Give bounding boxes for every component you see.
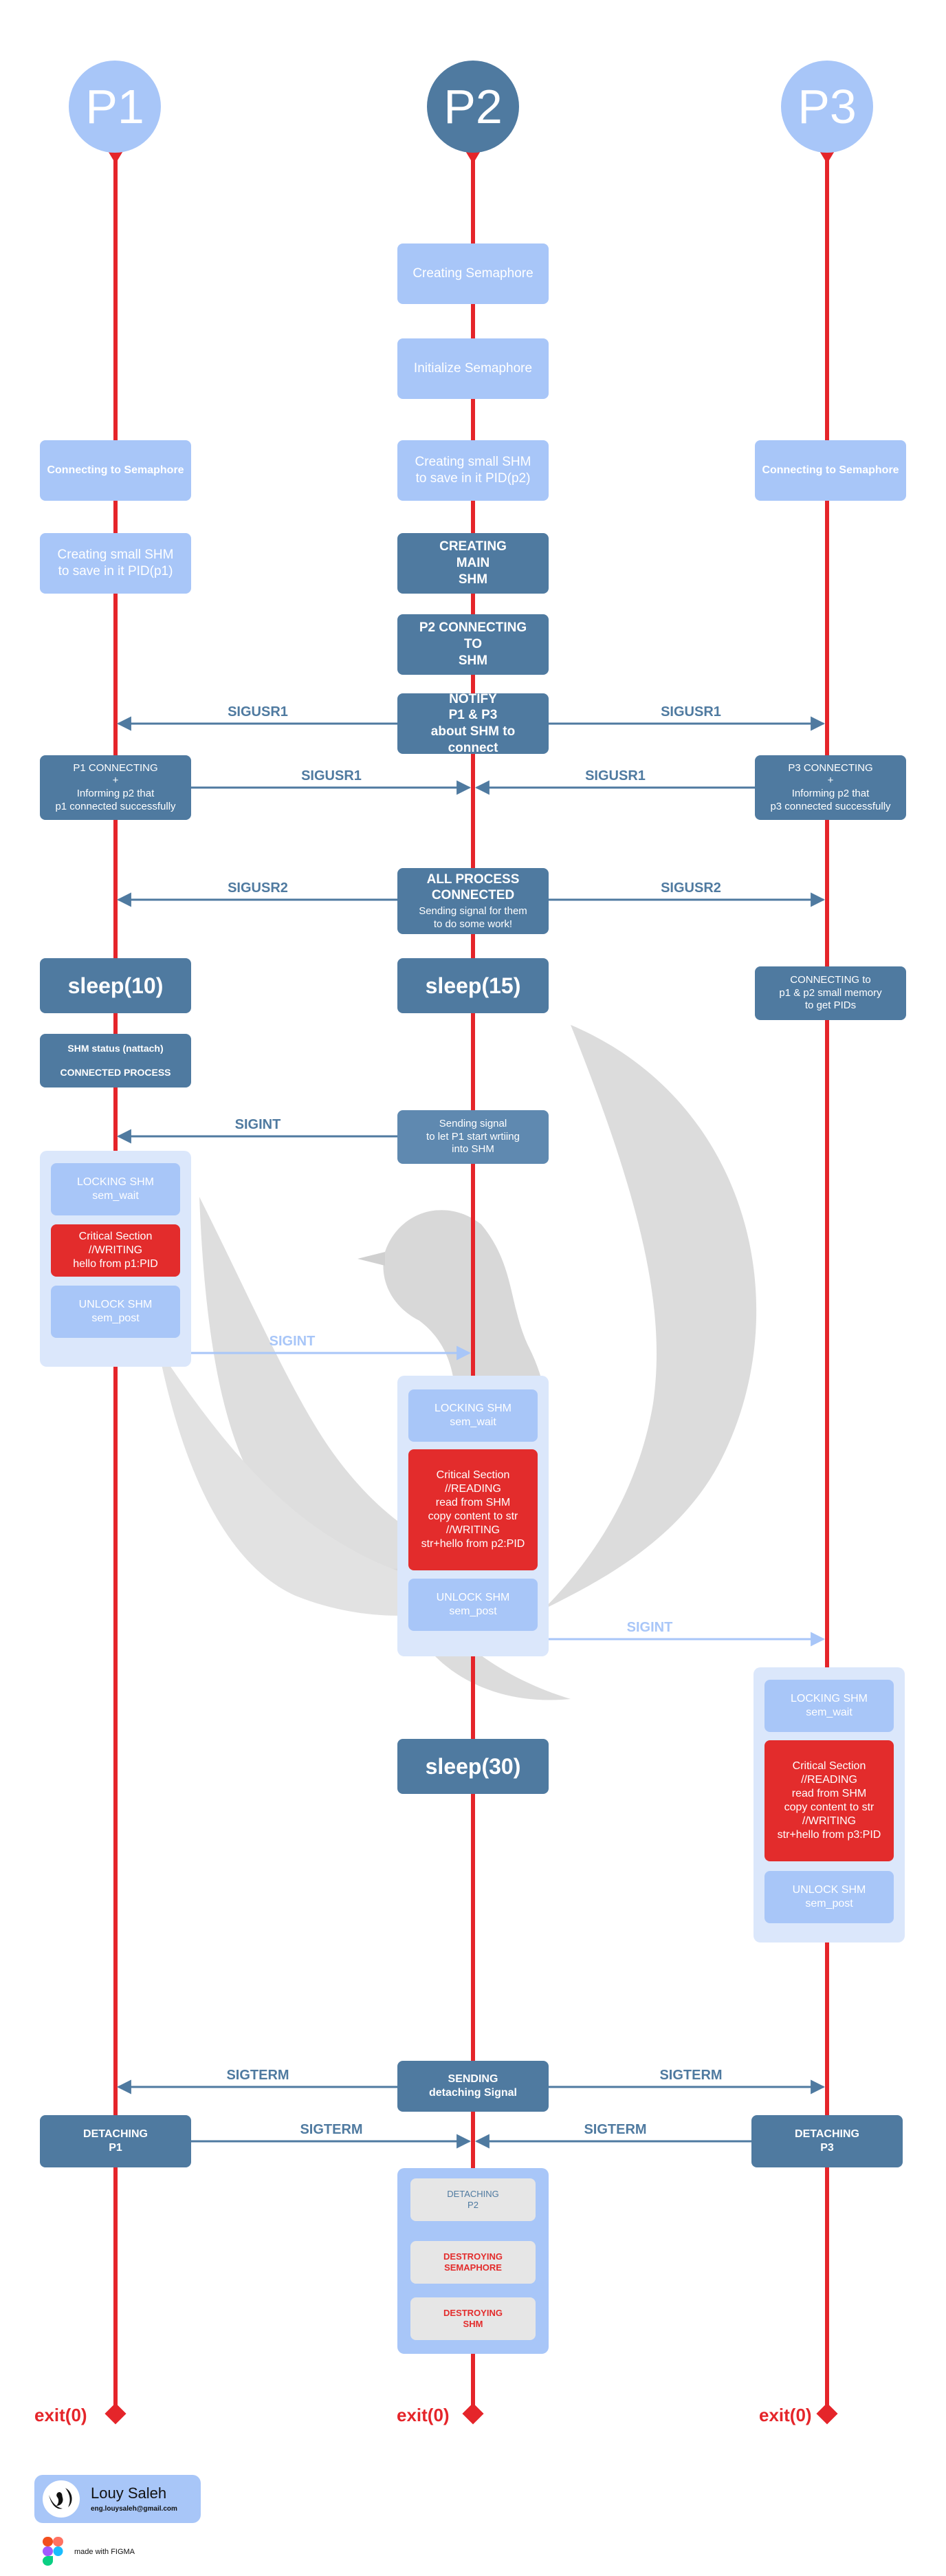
p3-connecting-small-memory: CONNECTING to p1 & p2 small memory to ge…	[755, 966, 906, 1020]
label-sigterm-right: SIGTERM	[659, 2068, 723, 2083]
label-sigusr1-right: SIGUSR1	[661, 704, 721, 719]
bird-logo-icon	[49, 2488, 72, 2509]
p2-locking-shm: LOCKING SHM sem_wait	[408, 1389, 538, 1442]
made-with-figma: made with FIGMA	[74, 2548, 135, 2556]
p2-unlock-shm: UNLOCK SHM sem_post	[408, 1579, 538, 1631]
p2-notify: NOTIFY P1 & P3 about SHM to connect	[397, 692, 549, 755]
p2-destroying-shm: DESTROYING SHM	[410, 2297, 536, 2340]
p2-connecting-shm: P2 CONNECTING TO SHM	[397, 614, 549, 675]
p2-sending-signal-p1: Sending signal to let P1 start wrtiing i…	[397, 1110, 549, 1164]
p2-initialize-semaphore: Initialize Semaphore	[397, 338, 549, 399]
p1-sleep-10: sleep(10)	[40, 958, 191, 1013]
p1-unlock-shm: UNLOCK SHM sem_post	[51, 1286, 180, 1338]
p1-detaching: DETACHING P1	[40, 2115, 191, 2167]
p2-sleep-30: sleep(30)	[397, 1739, 549, 1794]
p1-lifeline-tip-icon	[107, 150, 124, 164]
author-email: eng.louysaleh@gmail.com	[91, 2505, 177, 2513]
author-name: Louy Saleh	[91, 2485, 167, 2502]
p1-exit: exit(0)	[34, 2405, 87, 2425]
author-avatar	[43, 2480, 80, 2518]
p3-critical-section: Critical Section //READING read from SHM…	[764, 1740, 894, 1861]
p1-critical-section: Critical Section //WRITING hello from p1…	[51, 1224, 180, 1277]
p1-creating-small-shm: Creating small SHM to save in it PID(p1)	[40, 533, 191, 594]
p2-destroying-semaphore: DESTROYING SEMAPHORE	[410, 2241, 536, 2284]
p3-connecting-informing: P3 CONNECTING + Informing p2 that p3 con…	[755, 755, 906, 820]
label-sigterm-p3-to-p2: SIGTERM	[584, 2122, 647, 2137]
p3-connecting-semaphore: Connecting to Semaphore	[755, 440, 906, 501]
p3-exit: exit(0)	[759, 2405, 812, 2425]
process-p3: P3	[781, 61, 873, 153]
all-connected-subtitle: Sending signal for them to do some work!	[419, 905, 527, 930]
p3-detaching: DETACHING P3	[751, 2115, 903, 2167]
process-p1: P1	[69, 61, 161, 153]
p2-critical-section: Critical Section //READING read from SHM…	[408, 1449, 538, 1570]
label-sigusr2-left: SIGUSR2	[228, 880, 288, 896]
all-connected-title: ALL PROCESS CONNECTED	[426, 872, 520, 903]
p2-sleep-15: sleep(15)	[397, 958, 549, 1013]
p3-locking-shm: LOCKING SHM sem_wait	[764, 1680, 894, 1732]
p3-lifeline	[825, 150, 829, 2420]
p2-creating-small-shm: Creating small SHM to save in it PID(p2)	[397, 440, 549, 501]
label-sigusr1-p3-to-p2: SIGUSR1	[585, 768, 646, 783]
p1-connecting-informing: P1 CONNECTING + Informing p2 that p1 con…	[40, 755, 191, 820]
p1-shm-status: SHM status (nattach) CONNECTED PROCESS	[40, 1034, 191, 1087]
p2-lifeline-tip-icon	[465, 150, 481, 164]
p3-unlock-shm: UNLOCK SHM sem_post	[764, 1871, 894, 1923]
author-card: Louy Saleh eng.louysaleh@gmail.com	[34, 2475, 201, 2523]
label-sigint-p2-to-p3: SIGINT	[626, 1620, 673, 1635]
p2-creating-main-shm: CREATING MAIN SHM	[397, 533, 549, 594]
p2-detaching: DETACHING P2	[410, 2178, 536, 2221]
p2-creating-semaphore: Creating Semaphore	[397, 243, 549, 304]
p1-connecting-semaphore: Connecting to Semaphore	[40, 440, 191, 501]
label-sigusr1-left: SIGUSR1	[228, 704, 288, 719]
p2-lifeline	[471, 150, 475, 2420]
p2-all-process-connected: ALL PROCESS CONNECTED Sending signal for…	[397, 868, 549, 934]
p2-exit: exit(0)	[397, 2405, 450, 2425]
process-p2: P2	[427, 61, 519, 153]
p2-sending-detaching-signal: SENDING detaching Signal	[397, 2061, 549, 2112]
label-sigusr2-right: SIGUSR2	[661, 880, 721, 896]
label-sigterm-left: SIGTERM	[226, 2068, 289, 2083]
label-sigusr1-p1-to-p2: SIGUSR1	[301, 768, 362, 783]
label-sigint-p1-to-p2: SIGINT	[269, 1334, 316, 1349]
label-sigterm-p1-to-p2: SIGTERM	[300, 2122, 363, 2137]
p3-lifeline-tip-icon	[819, 150, 835, 164]
label-sigint-to-p1: SIGINT	[234, 1117, 281, 1132]
p1-locking-shm: LOCKING SHM sem_wait	[51, 1163, 180, 1215]
figma-logo-icon	[43, 2537, 63, 2566]
